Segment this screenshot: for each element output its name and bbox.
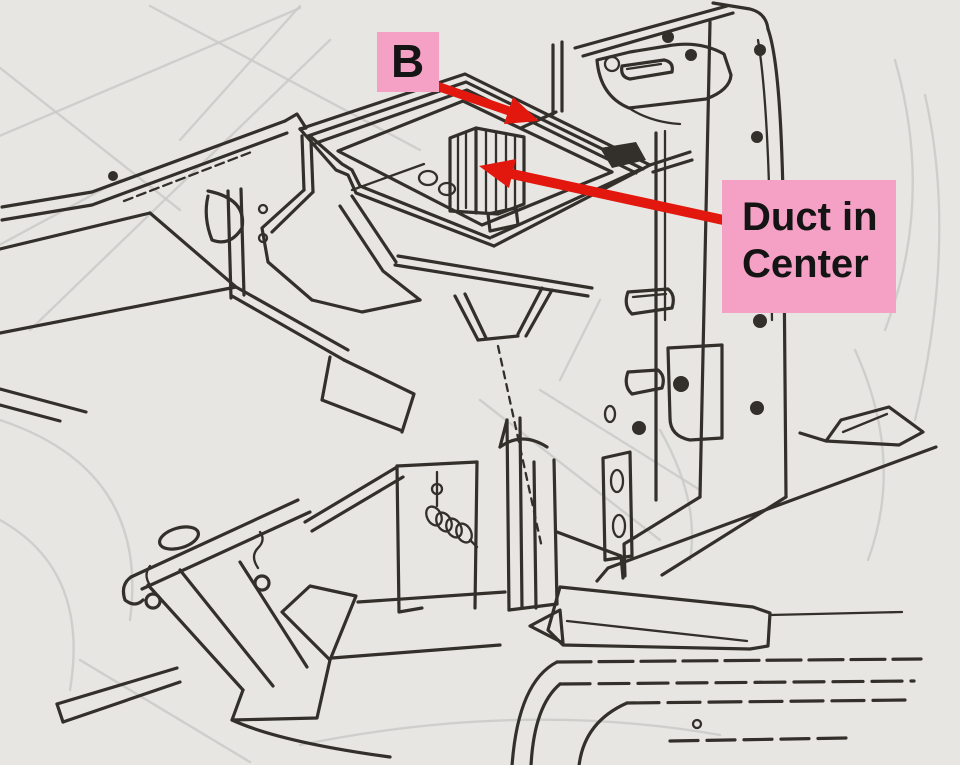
label-duct-line2: Center (742, 242, 869, 286)
support-column (498, 416, 559, 612)
top-mounting-bracket (519, 4, 735, 174)
adjuster-screw-plate (395, 460, 479, 614)
battery-tray (260, 72, 652, 550)
wedge-bracket (798, 405, 925, 447)
lower-frame-rails (330, 445, 938, 765)
label-duct-line1: Duct in (742, 195, 878, 239)
hold-down-clamp (55, 465, 405, 759)
ghost-lines (0, 4, 941, 764)
fender-apron (0, 112, 416, 434)
label-duct-in-center: Duct in Center (722, 180, 896, 313)
label-b: B (377, 32, 439, 92)
duct-in-center-arrow (479, 159, 730, 226)
